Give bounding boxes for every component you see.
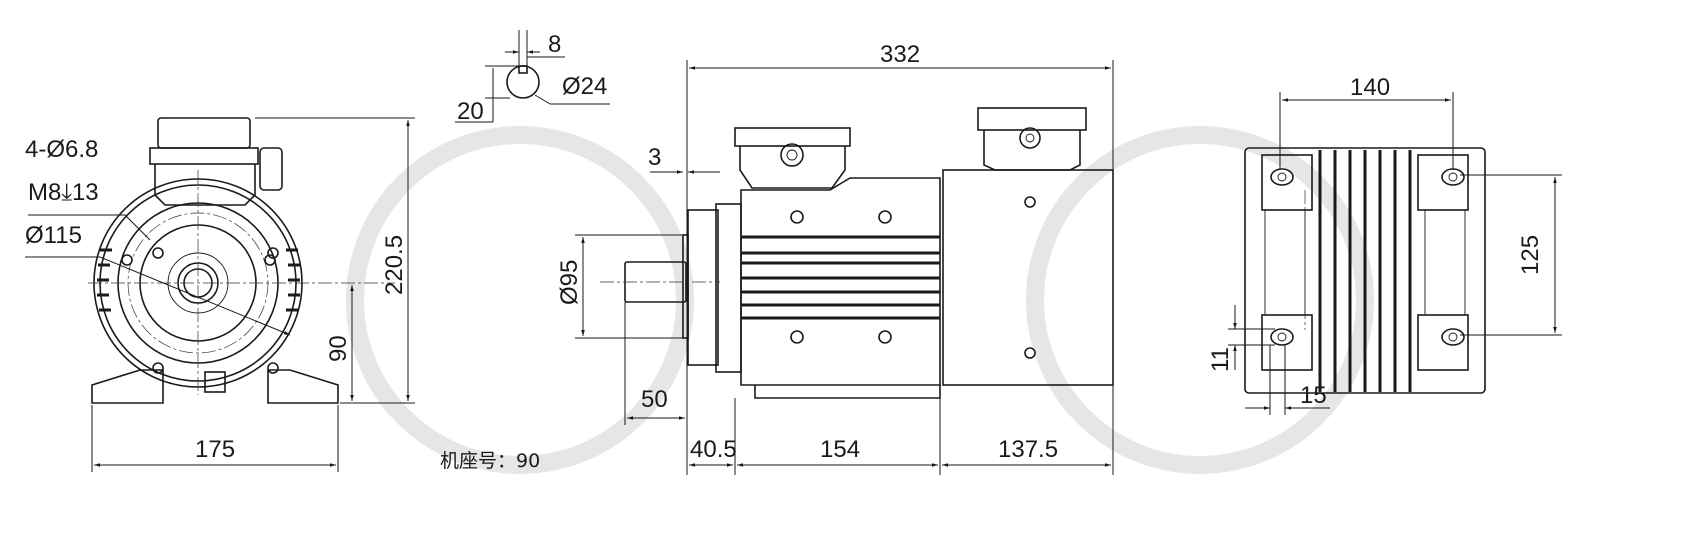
side-view	[575, 60, 1114, 475]
bottom-width-label: 140	[1350, 74, 1390, 101]
total-height-label: 220.5	[381, 235, 408, 295]
shaft-length-label: 50	[641, 386, 668, 413]
shaft-diameter-label: Ø24	[562, 73, 607, 100]
body-fins	[741, 235, 940, 320]
foot-edge-label: 15	[1300, 382, 1327, 409]
foot-spacing-label: 154	[820, 436, 860, 463]
key-width-label: 8	[548, 31, 561, 58]
bottom-fins	[1318, 150, 1412, 392]
shaft-key-detail	[455, 30, 610, 123]
rear-length-label: 137.5	[998, 436, 1058, 463]
foot-width-label: 175	[195, 436, 235, 463]
watermark-logo	[346, 126, 1374, 474]
shaft-height-label: 90	[325, 335, 352, 362]
thread-label: M8⤓13	[28, 179, 99, 206]
fins	[97, 248, 300, 312]
front-offset-label: 40.5	[690, 436, 737, 463]
holes-label: 4-Ø6.8	[25, 136, 98, 163]
frame-size-label: 机座号：90	[440, 450, 540, 472]
front-view	[25, 117, 415, 472]
overall-length-label: 332	[880, 41, 920, 68]
spigot-diameter-label: Ø95	[556, 260, 583, 305]
bottom-length-label: 125	[1517, 235, 1544, 275]
key-depth-label: 20	[457, 98, 484, 125]
flange-thickness-label: 3	[648, 144, 661, 171]
hole-size-label: 11	[1207, 347, 1234, 372]
bottom-view	[1228, 92, 1562, 415]
pcd-label: Ø115	[25, 222, 82, 249]
